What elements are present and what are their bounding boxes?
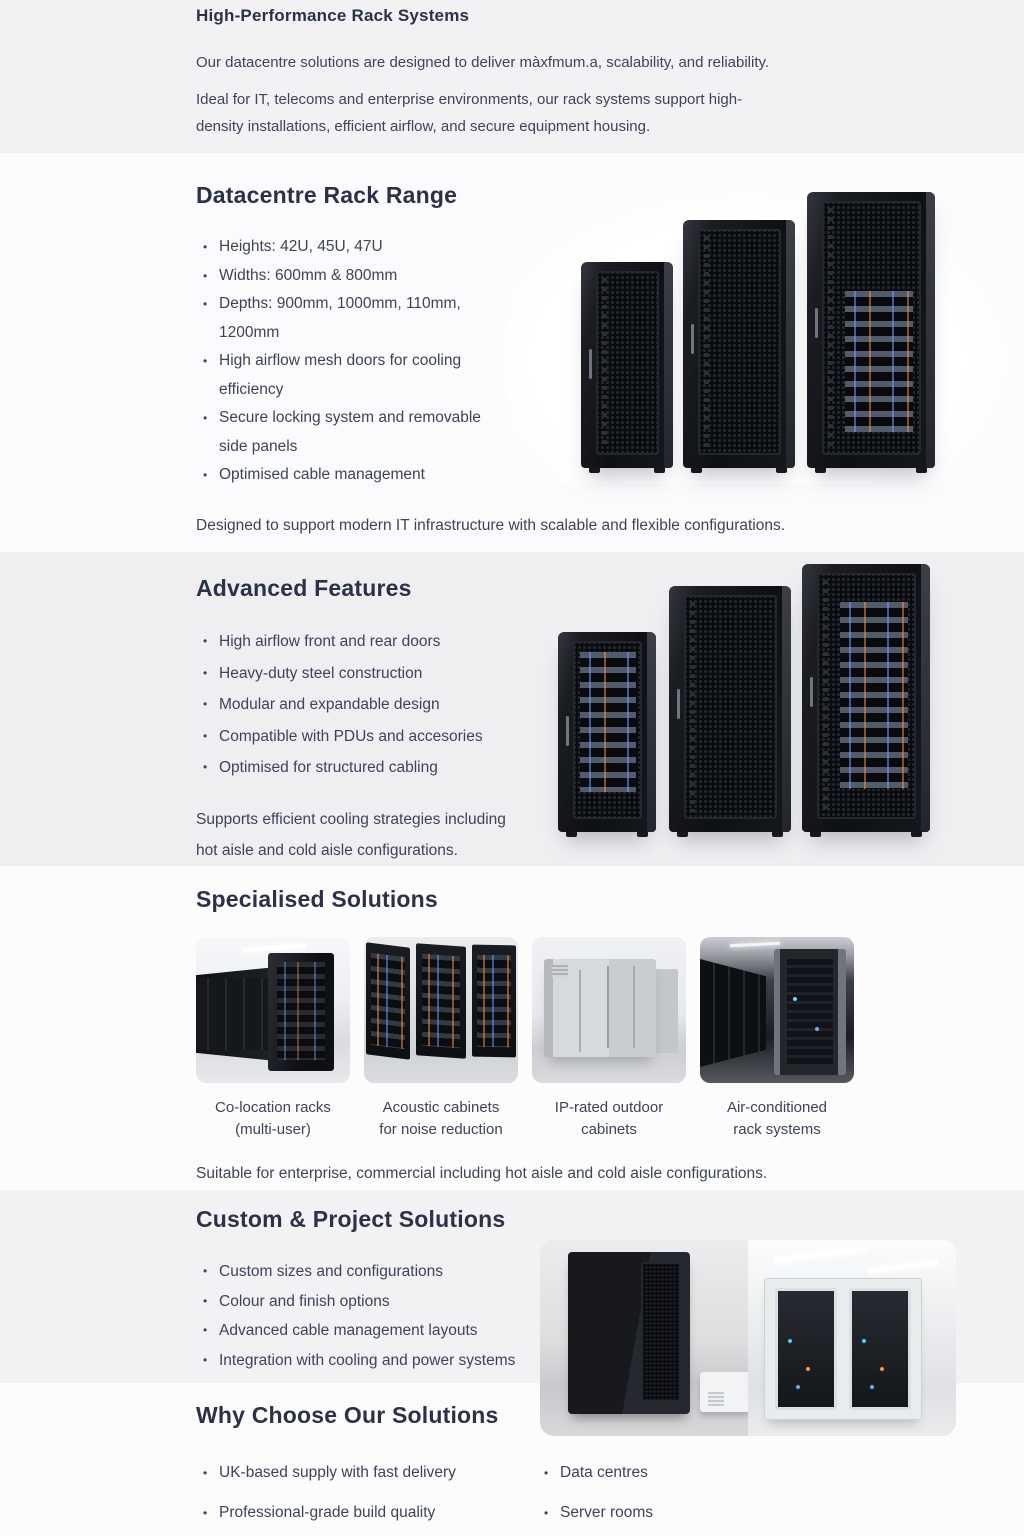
why-choose-columns: UK-based supply with fast delivery Profe… [196, 1453, 984, 1536]
card-image-acoustic-cabinets [364, 937, 518, 1083]
card-image-colocation-racks [196, 937, 350, 1083]
list-item: High airflow front and rear doors [196, 626, 984, 658]
specialised-captions: Co-location racks (multi-user) Acoustic … [196, 1097, 984, 1141]
specialised-title: Specialised Solutions [196, 886, 438, 912]
section-specialised: Specialised Solutions Co-location racks … [0, 866, 1024, 1190]
server-rack [806, 192, 935, 473]
card-caption: Acoustic cabinets for noise reduction [379, 1099, 503, 1138]
list-item: Widths: 600mm & 800mm [196, 262, 984, 291]
card-image-air-conditioned-racks [700, 937, 854, 1083]
list-item: UK-based supply with fast delivery [196, 1453, 537, 1493]
card-image-outdoor-cabinet [532, 937, 686, 1083]
server-rack [802, 564, 930, 837]
list-item: Compatible with PDUs and accesories [196, 721, 984, 753]
black-rack-scene [540, 1240, 750, 1436]
specialised-footer: Suitable for enterprise, commercial incl… [196, 1165, 768, 1182]
list-item: High airflow mesh doors for cooling effi… [196, 347, 984, 404]
section-intro: High-Performance Rack Systems Our datace… [0, 0, 1024, 153]
list-item: Optimised cable management [196, 461, 984, 490]
list-item: Network and telecom installations [537, 1533, 791, 1536]
why-choose-right-list: Data centres Server rooms Network and te… [537, 1453, 791, 1536]
list-item: Professional-grade build quality [196, 1493, 537, 1533]
rack-range-footer: Designed to support modern IT infrastruc… [196, 516, 786, 534]
list-item: Advanced cable management layouts [196, 1316, 984, 1346]
card-caption: Co-location racks (multi-user) [215, 1099, 331, 1138]
list-item: Server rooms [537, 1493, 791, 1533]
list-item: Heights: 42U, 45U, 47U [196, 233, 984, 262]
list-item: Data centres [537, 1453, 791, 1493]
custom-solutions-list: Custom sizes and configurations Colour a… [196, 1257, 984, 1375]
advanced-features-list: High airflow front and rear doors Heavy-… [196, 626, 984, 784]
advanced-features-footer: Supports efficient cooling strategies in… [196, 810, 506, 859]
card-caption: Air-conditioned rack systems [726, 1099, 828, 1138]
list-item: Colour and finish options [196, 1287, 984, 1317]
intro-paragraph-1: Our datacentre solutions are designed to… [196, 54, 770, 71]
custom-solutions-image-rack-and-enclosure [540, 1240, 956, 1436]
advanced-features-title: Advanced Features [196, 575, 412, 601]
intro-paragraph-2: Ideal for IT, telecoms and enterprise en… [196, 91, 743, 135]
why-choose-left-list: UK-based supply with fast delivery Profe… [196, 1453, 537, 1536]
intro-title: High-Performance Rack Systems [196, 6, 470, 25]
specialised-cards [196, 937, 984, 1083]
list-item: Heavy-duty steel construction [196, 658, 984, 690]
white-enclosure-scene [748, 1240, 956, 1436]
server-rack [682, 220, 795, 473]
rack-range-title: Datacentre Rack Range [196, 182, 458, 208]
server-rack [669, 586, 791, 837]
card-caption: IP-rated outdoor cabinets [554, 1099, 664, 1138]
list-item: Integration with cooling and power syste… [196, 1346, 984, 1376]
list-item: Modular and expandable design [196, 689, 984, 721]
rack-range-image-three-racks [505, 192, 1010, 484]
list-item: Depths: 900mm, 1000mm, 110mm, 1200mm [196, 290, 984, 347]
list-item: Scalable for all project sizes [196, 1533, 537, 1536]
server-rack [558, 632, 656, 837]
why-choose-title: Why Choose Our Solutions [196, 1402, 499, 1428]
custom-solutions-title: Custom & Project Solutions [196, 1206, 506, 1232]
server-rack [580, 262, 673, 473]
advanced-features-image-three-racks [548, 564, 1008, 860]
list-item: Optimised for structured cabling [196, 752, 984, 784]
list-item: Custom sizes and configurations [196, 1257, 984, 1287]
rack-range-list: Heights: 42U, 45U, 47U Widths: 600mm & 8… [196, 233, 984, 490]
list-item: Secure locking system and removable side… [196, 404, 984, 461]
